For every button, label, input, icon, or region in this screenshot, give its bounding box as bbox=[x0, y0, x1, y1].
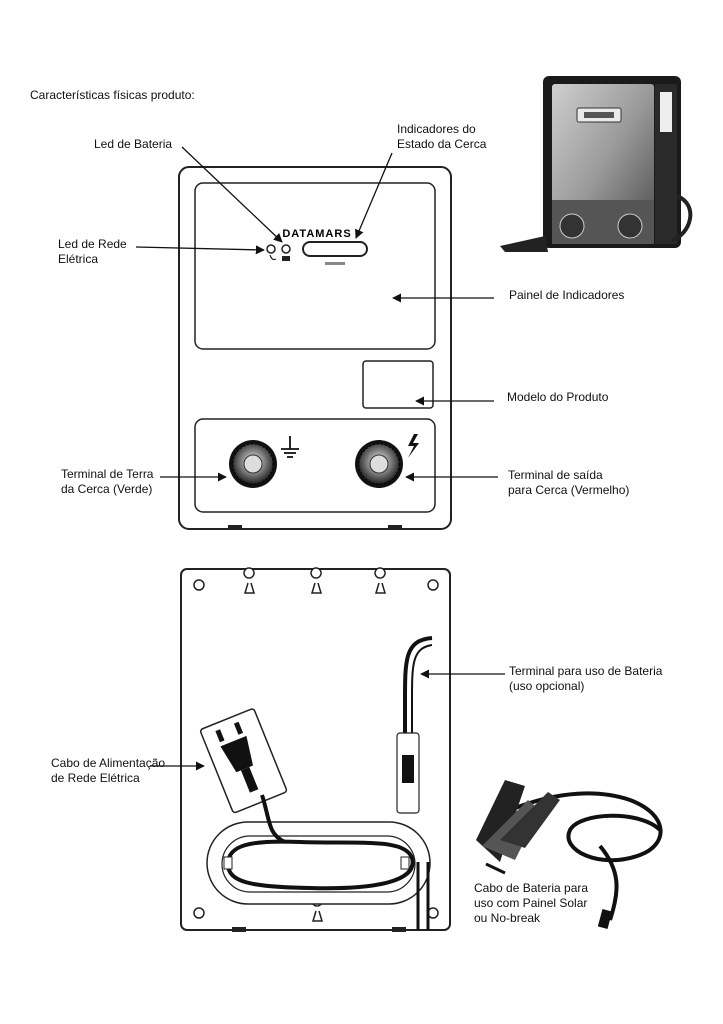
label-terminal-bateria-line2: (uso opcional) bbox=[509, 679, 585, 693]
callout-arrows bbox=[135, 146, 505, 771]
label-indicadores-line1: Indicadores do bbox=[397, 122, 476, 136]
label-cabo-alimentacao-line1: Cabo de Alimentação bbox=[51, 756, 166, 770]
label-led-bateria: Led de Bateria bbox=[94, 137, 173, 151]
front-view: DATAMARS bbox=[178, 166, 452, 530]
label-indicadores-line2: Estado da Cerca bbox=[397, 137, 487, 151]
label-terminal-saida-line1: Terminal de saída bbox=[508, 468, 603, 482]
label-terminal-terra-line2: da Cerca (Verde) bbox=[61, 482, 153, 496]
fence-status-indicator bbox=[302, 241, 368, 257]
led-rede-icon bbox=[266, 244, 276, 254]
label-terminal-saida-line2: para Cerca (Vermelho) bbox=[508, 483, 630, 497]
label-cabo-bateria-line1: Cabo de Bateria para bbox=[474, 881, 589, 895]
label-modelo: Modelo do Produto bbox=[507, 390, 609, 404]
ground-terminal-knob bbox=[229, 440, 277, 488]
label-terminal-bateria: Terminal para uso de Bateria (uso opcion… bbox=[509, 664, 662, 694]
label-led-rede-line2: Elétrica bbox=[58, 252, 99, 266]
label-cabo-alimentacao-line2: de Rede Elétrica bbox=[51, 771, 140, 785]
output-terminal-knob bbox=[355, 440, 403, 488]
label-terminal-terra: Terminal de Terra da Cerca (Verde) bbox=[61, 467, 153, 497]
label-terminal-terra-line1: Terminal de Terra bbox=[61, 467, 154, 481]
back-view bbox=[180, 567, 451, 932]
model-plate bbox=[362, 360, 434, 409]
label-cabo-bateria-line2: uso com Painel Solar bbox=[474, 896, 588, 910]
label-terminal-saida: Terminal de saída para Cerca (Vermelho) bbox=[508, 468, 629, 498]
label-cabo-bateria-line3: ou No-break bbox=[474, 911, 541, 925]
power-plug-icon bbox=[199, 708, 288, 814]
product-photo bbox=[500, 76, 693, 252]
label-painel: Painel de Indicadores bbox=[509, 288, 625, 302]
label-terminal-bateria-line1: Terminal para uso de Bateria bbox=[509, 664, 663, 678]
label-cabo-alimentacao: Cabo de Alimentação de Rede Elétrica bbox=[51, 756, 165, 786]
label-indicadores: Indicadores do Estado da Cerca bbox=[397, 122, 486, 152]
label-led-rede: Led de Rede Elétrica bbox=[58, 237, 127, 267]
lightning-icon bbox=[408, 434, 419, 458]
brand-logo: DATAMARS bbox=[282, 228, 351, 240]
led-bateria-icon bbox=[281, 244, 291, 254]
page-heading: Características físicas produto: bbox=[30, 88, 195, 102]
label-cabo-bateria: Cabo de Bateria para uso com Painel Sola… bbox=[474, 881, 588, 926]
ground-symbol-icon bbox=[281, 436, 299, 458]
battery-clamp-cable bbox=[476, 780, 663, 929]
label-led-rede-line1: Led de Rede bbox=[58, 237, 127, 251]
